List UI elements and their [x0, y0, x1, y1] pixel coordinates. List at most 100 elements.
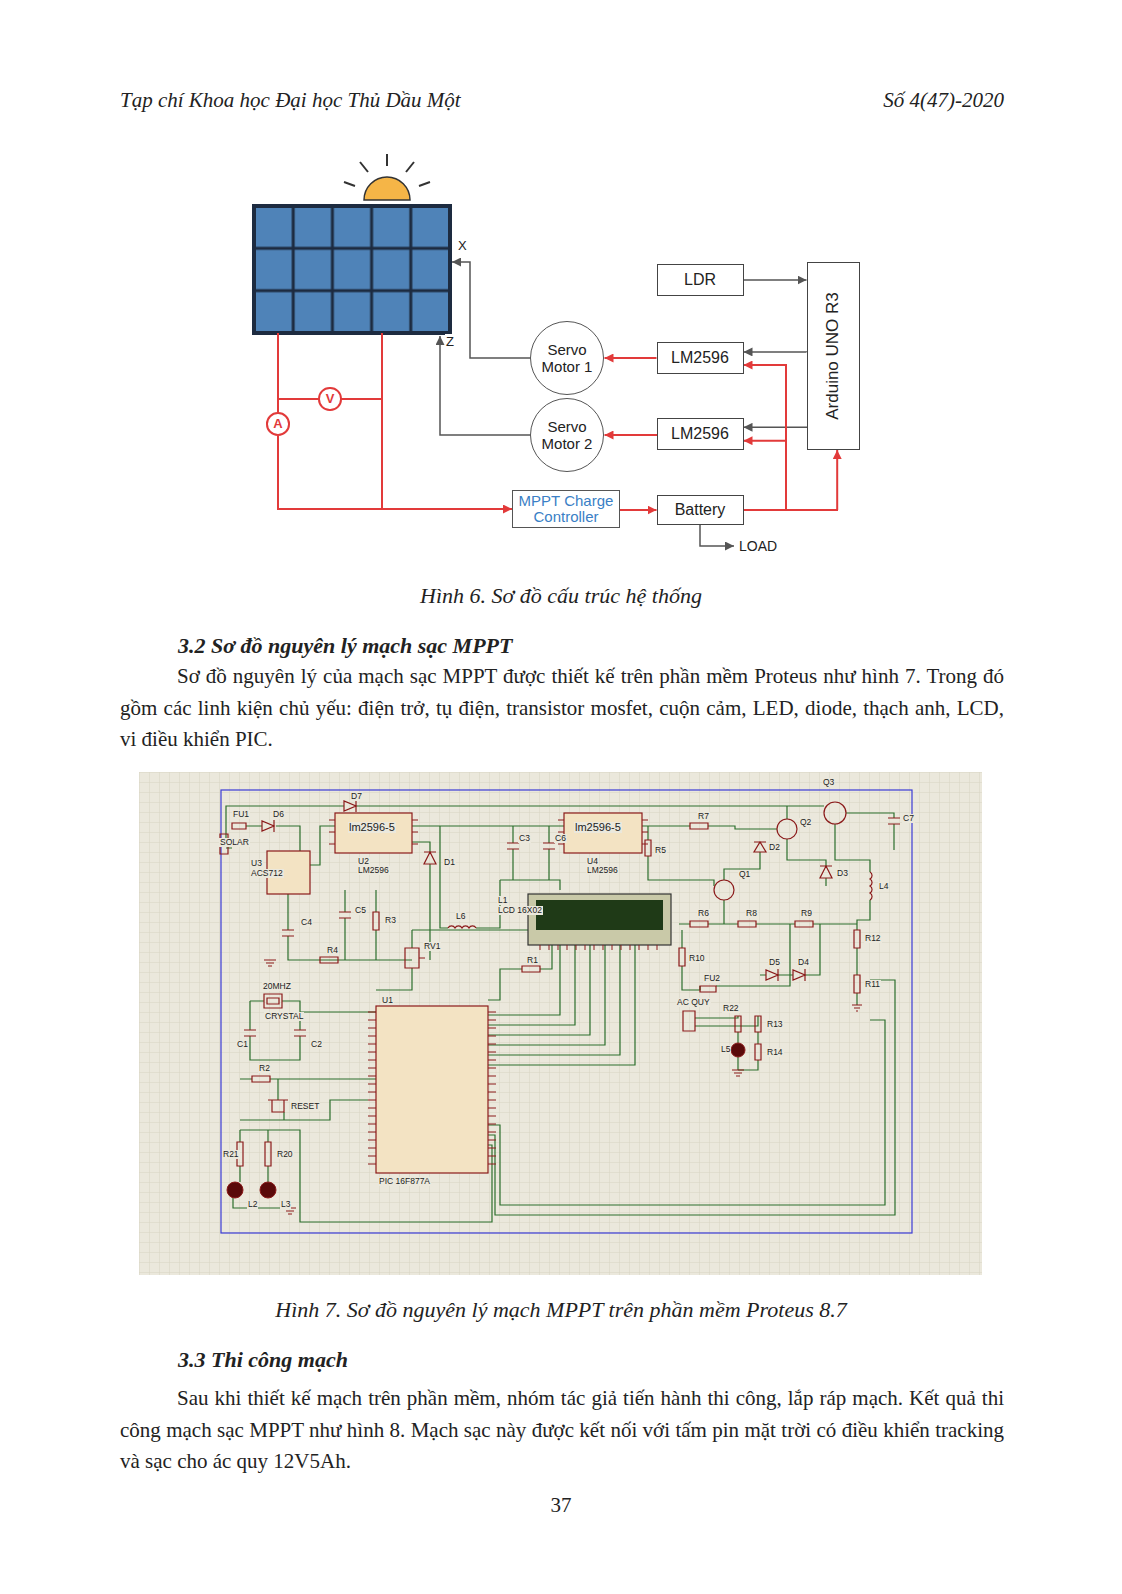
schematic-grid	[139, 772, 982, 1275]
component-label: U3	[250, 859, 263, 868]
mosfet-q3	[824, 802, 846, 824]
component-label: LM2596	[357, 866, 390, 875]
figure-caption: Hình 6. Sơ đồ cấu trúc hệ thống	[0, 583, 1122, 609]
component-label: C5	[354, 906, 367, 915]
node-text: LDR	[684, 271, 716, 289]
component-label: U1	[381, 996, 394, 1005]
battery-box: Battery	[657, 495, 744, 525]
node-text: LM2596	[671, 425, 729, 443]
regulator-ic	[335, 813, 412, 853]
node-text: V	[326, 391, 335, 406]
node-text: Battery	[675, 501, 726, 519]
component-label: lm2596-5	[348, 822, 396, 833]
connector	[744, 441, 787, 510]
load-label: LOAD	[738, 538, 778, 554]
body-paragraph: Sau khi thiết kế mạch trên phần mềm, nhó…	[120, 1383, 1004, 1478]
servo-link	[452, 262, 532, 358]
connector	[744, 351, 807, 353]
component-label: 20MHZ	[262, 982, 292, 991]
component-label: D6	[272, 810, 285, 819]
component-symbols	[220, 800, 900, 1214]
component-label: CRYSTAL	[264, 1012, 304, 1021]
connector	[605, 357, 657, 359]
component-label: C6	[554, 834, 567, 843]
component-label: C7	[902, 814, 915, 823]
component-label: FU2	[703, 974, 721, 983]
component-label: R20	[276, 1150, 294, 1159]
node-text: Arduino UNO R3	[823, 292, 843, 420]
component-label: R2	[258, 1064, 271, 1073]
power-wire	[278, 333, 382, 510]
connector	[744, 427, 807, 429]
charge-controller-box: MPPT Charge Controller	[512, 490, 620, 528]
component-label: D4	[797, 958, 810, 967]
component-label: R12	[864, 934, 882, 943]
component-label: C1	[236, 1040, 249, 1049]
component-label: C2	[310, 1040, 323, 1049]
component-label: L1	[497, 896, 508, 905]
component-label: L3	[280, 1200, 291, 1209]
component-label: U2	[357, 857, 370, 866]
regulator-ic	[564, 813, 642, 853]
microcontroller-ic	[376, 1006, 488, 1173]
lcd-module	[528, 894, 671, 945]
component-label: R6	[697, 909, 710, 918]
lcd-screen	[536, 900, 663, 930]
node-text: A	[273, 416, 282, 431]
node-text: MPPT Charge Controller	[518, 493, 614, 525]
load-wire	[700, 525, 734, 546]
node-text: Servo Motor 1	[537, 341, 597, 375]
component-label: R13	[766, 1020, 784, 1029]
component-label: RV1	[423, 942, 441, 951]
component-label: Q1	[738, 870, 751, 879]
component-label: R4	[326, 946, 339, 955]
servo-circle: Servo Motor 1	[530, 321, 605, 396]
component-label: L6	[455, 912, 466, 921]
controller-box: Arduino UNO R3	[807, 262, 860, 450]
led	[227, 1182, 243, 1198]
component-label: L5	[720, 1045, 731, 1054]
figure-caption: Hình 7. Sơ đồ nguyên lý mạch MPPT trên p…	[0, 1297, 1122, 1323]
axis-label: X	[457, 238, 468, 253]
component-label: L4	[878, 882, 889, 891]
component-label: R22	[722, 1004, 740, 1013]
transistor-q2	[777, 819, 797, 839]
connector	[744, 450, 839, 510]
connector	[605, 434, 657, 435]
servo-circle: Servo Motor 2	[530, 398, 605, 473]
ammeter-circle: A	[266, 412, 290, 436]
component-label: D3	[836, 869, 849, 878]
component-label: PIC 16F877A	[378, 1177, 431, 1186]
connector	[744, 365, 787, 510]
connector	[620, 509, 657, 510]
led	[731, 1043, 745, 1057]
transistor-q1	[714, 880, 734, 900]
solar-panel	[254, 206, 450, 333]
component-label: R3	[384, 916, 397, 925]
component-label: D2	[768, 843, 781, 852]
section-heading: 3.3 Thi công mạch	[178, 1347, 348, 1373]
led	[260, 1182, 276, 1198]
component-label: U4	[586, 857, 599, 866]
body-paragraph: Sơ đồ nguyên lý của mạch sạc MPPT được t…	[120, 661, 1004, 756]
component-label: D5	[768, 958, 781, 967]
schematic-ground	[139, 772, 982, 1275]
servo-link	[440, 336, 532, 435]
component-label: R9	[800, 909, 813, 918]
component-label: LM2596	[586, 866, 619, 875]
component-label: lm2596-5	[574, 822, 622, 833]
regulator-box: LM2596	[657, 342, 744, 374]
connector	[278, 436, 512, 510]
component-label: R11	[864, 980, 881, 989]
component-label: R21	[222, 1150, 240, 1159]
connector	[744, 279, 807, 281]
component-label: FU1	[232, 810, 250, 819]
section-heading: 3.2 Sơ đồ nguyên lý mạch sạc MPPT	[178, 633, 512, 659]
regulator-box: LM2596	[657, 418, 744, 450]
component-label: R5	[654, 846, 667, 855]
ic-pins	[329, 820, 657, 1164]
axis-label: Z	[445, 334, 455, 349]
